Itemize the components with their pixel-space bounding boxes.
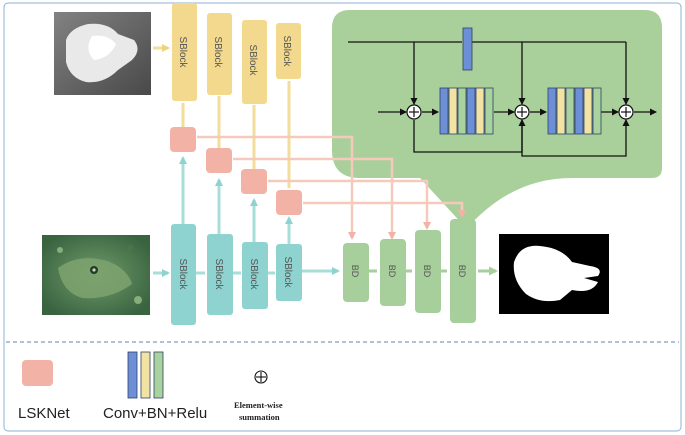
lsknet-3 xyxy=(241,169,267,194)
sblock-bottom-4 xyxy=(276,244,302,301)
bd-2 xyxy=(380,239,406,306)
sblock-top-1 xyxy=(172,3,197,101)
sblock-top-3 xyxy=(242,20,267,104)
legend-conv-label: Conv+BN+Relu xyxy=(103,405,207,422)
sblock-bottom-1 xyxy=(171,224,196,325)
sblock-bottom-3 xyxy=(242,242,268,309)
sblock-top-4-label: SBlock xyxy=(281,35,292,67)
sblock-top-2-label: SBlock xyxy=(212,36,223,68)
lsk-to-bd-arrows xyxy=(197,135,466,240)
legend-sum-icon xyxy=(254,370,268,384)
sum-node-3 xyxy=(618,104,634,120)
bd-4-label: BD xyxy=(457,265,467,278)
bd-4 xyxy=(450,219,476,323)
sblock-top-1-label: SBlock xyxy=(177,36,188,68)
sblock-bottom-3-label: SBlock xyxy=(248,258,259,290)
sum-node-1 xyxy=(406,104,422,120)
depth-input-image xyxy=(54,12,151,95)
bd-1 xyxy=(343,243,369,302)
legend-lsknet-swatch xyxy=(22,360,53,386)
legend-sum-line2: summation xyxy=(239,412,280,422)
bd-3 xyxy=(415,230,441,313)
lsknet-4 xyxy=(276,190,302,215)
conv-top-block xyxy=(462,27,473,71)
sblock-bottom-2-label: SBlock xyxy=(213,258,224,290)
bd-detail-diagram xyxy=(348,41,657,157)
bd-1-label: BD xyxy=(350,265,360,278)
sblock-bottom-4-label: SBlock xyxy=(282,256,293,288)
lsknet-1 xyxy=(170,127,196,152)
sblock-top-3-label: SBlock xyxy=(247,44,258,76)
sblock-bottom-1-label: SBlock xyxy=(177,258,188,290)
predicted-mask-image xyxy=(499,234,609,314)
sblock-top-4 xyxy=(276,23,301,79)
rgb-input-image xyxy=(42,235,150,315)
bd-2-label: BD xyxy=(387,265,397,278)
sblock-bottom-2 xyxy=(207,234,233,315)
legend-lsknet-label: LSKNet xyxy=(18,405,71,422)
bd-3-label: BD xyxy=(422,265,432,278)
sblock-top-2 xyxy=(207,13,232,95)
conv-stack-1 xyxy=(439,87,494,135)
conv-stack-2 xyxy=(547,87,602,135)
legend-conv-swatch xyxy=(127,351,164,399)
lsknet-2 xyxy=(206,148,232,173)
legend-sum-line1: Element-wise xyxy=(234,400,283,410)
sum-node-2 xyxy=(514,104,530,120)
